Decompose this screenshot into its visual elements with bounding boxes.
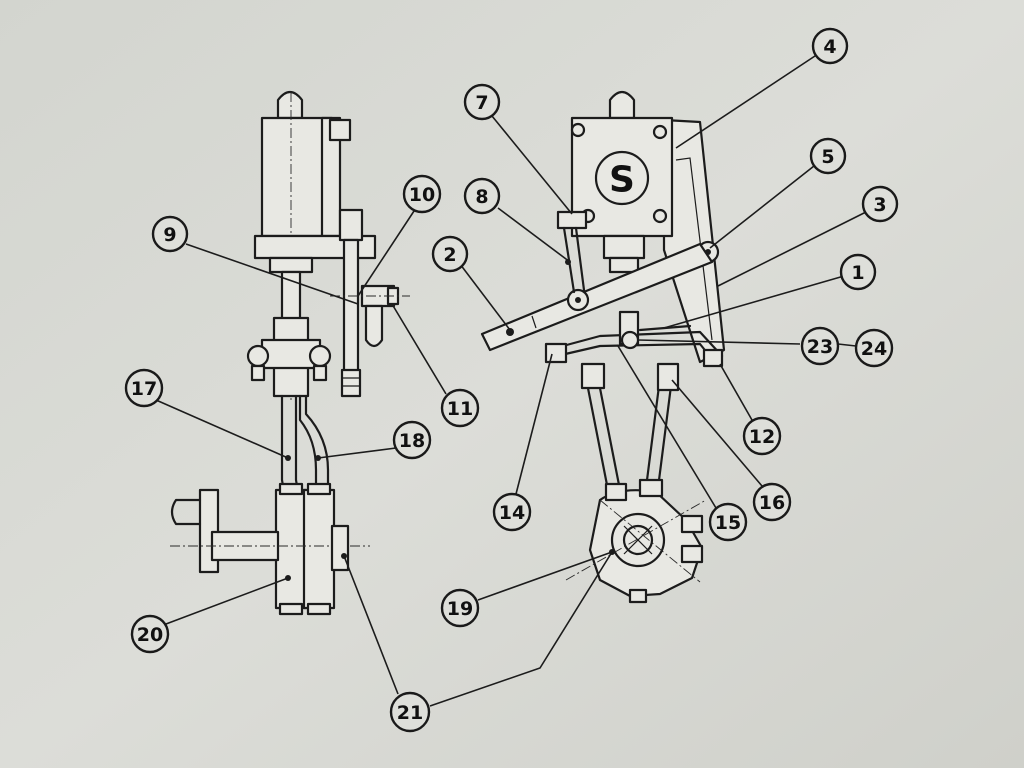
callout-label: 17 [131, 378, 157, 400]
callout-23: 23 [800, 326, 840, 366]
left-solenoid-cap [276, 90, 304, 120]
callout-label: 14 [499, 502, 525, 524]
left-adjust-rod [342, 238, 360, 377]
leader-lines [155, 53, 867, 707]
callout-21: 21 [389, 691, 431, 733]
callout-10: 10 [402, 174, 442, 214]
callout-7: 7 [463, 83, 501, 121]
callout-label: 5 [821, 146, 834, 168]
callout-4: 4 [811, 27, 849, 65]
callout-label: 9 [163, 224, 176, 246]
callout-label: 1 [851, 262, 864, 284]
leader-4 [675, 53, 819, 149]
callouts: 1 2 3 4 5 7 8 9 [124, 27, 899, 733]
leader-16 [671, 379, 763, 487]
solenoid-symbol-label: S [609, 160, 635, 201]
callout-label: 7 [475, 92, 488, 114]
callout-12: 12 [742, 416, 782, 456]
callout-14: 14 [492, 492, 532, 532]
right-solenoid-cap [608, 90, 636, 120]
callout-label: 2 [443, 244, 456, 266]
leader-21a [343, 555, 399, 695]
leader-15 [617, 345, 717, 509]
callout-label: 23 [807, 336, 833, 358]
callout-label: 21 [397, 702, 423, 724]
callout-3: 3 [861, 185, 899, 223]
callout-label: 11 [447, 398, 473, 420]
callout-20: 20 [130, 614, 170, 654]
callout-5: 5 [809, 137, 847, 175]
callout-label: 8 [475, 186, 488, 208]
link-7-8 [556, 210, 588, 230]
callout-label: 19 [447, 598, 473, 620]
leader-20 [165, 577, 289, 625]
leader-21b [429, 551, 613, 707]
callout-2: 2 [431, 235, 469, 273]
left-knob [364, 304, 384, 348]
solenoid-symbol-circle [594, 150, 650, 206]
rod-16 [644, 376, 662, 490]
callout-19: 19 [440, 588, 480, 628]
callout-label: 20 [137, 624, 163, 646]
callout-label: 24 [861, 338, 887, 360]
leader-19 [477, 551, 613, 601]
callout-16: 16 [752, 482, 792, 522]
callout-18: 18 [392, 420, 432, 460]
callout-1: 1 [839, 253, 877, 291]
leader-8 [497, 207, 571, 263]
callout-label: 10 [409, 184, 435, 206]
leader-17 [155, 399, 289, 459]
leader-12 [719, 363, 753, 421]
leader-23-24 [837, 343, 857, 347]
callout-24: 24 [854, 328, 894, 368]
left-side-view-assembly [170, 90, 410, 616]
callout-label: 16 [759, 492, 785, 514]
callout-17: 17 [124, 368, 164, 408]
callout-label: 18 [399, 430, 425, 452]
right-front-view-assembly: S [480, 90, 726, 604]
left-lower-housing [274, 488, 308, 610]
lever-arm-2 [480, 242, 714, 352]
leader-3 [717, 211, 867, 287]
leader-7 [491, 115, 573, 215]
leader-18 [317, 447, 397, 459]
crossbar-1 [546, 330, 724, 358]
callout-label: 4 [823, 36, 836, 58]
leader-1 [663, 275, 845, 329]
callout-15: 15 [708, 502, 748, 542]
callout-label: 15 [715, 512, 741, 534]
leader-2 [459, 263, 511, 331]
callout-label: 3 [873, 194, 886, 216]
leader-5 [709, 165, 815, 249]
callout-9: 9 [151, 215, 189, 253]
leader-9 [185, 243, 359, 305]
callout-8: 8 [463, 177, 501, 215]
callout-11: 11 [440, 388, 480, 428]
leader-10 [357, 207, 417, 297]
leader-23 [637, 339, 801, 345]
callout-label: 12 [749, 426, 775, 448]
left-tube-18 [298, 394, 318, 494]
leader-11 [391, 303, 447, 395]
leader-14 [515, 353, 553, 495]
rod-15 [584, 376, 610, 492]
